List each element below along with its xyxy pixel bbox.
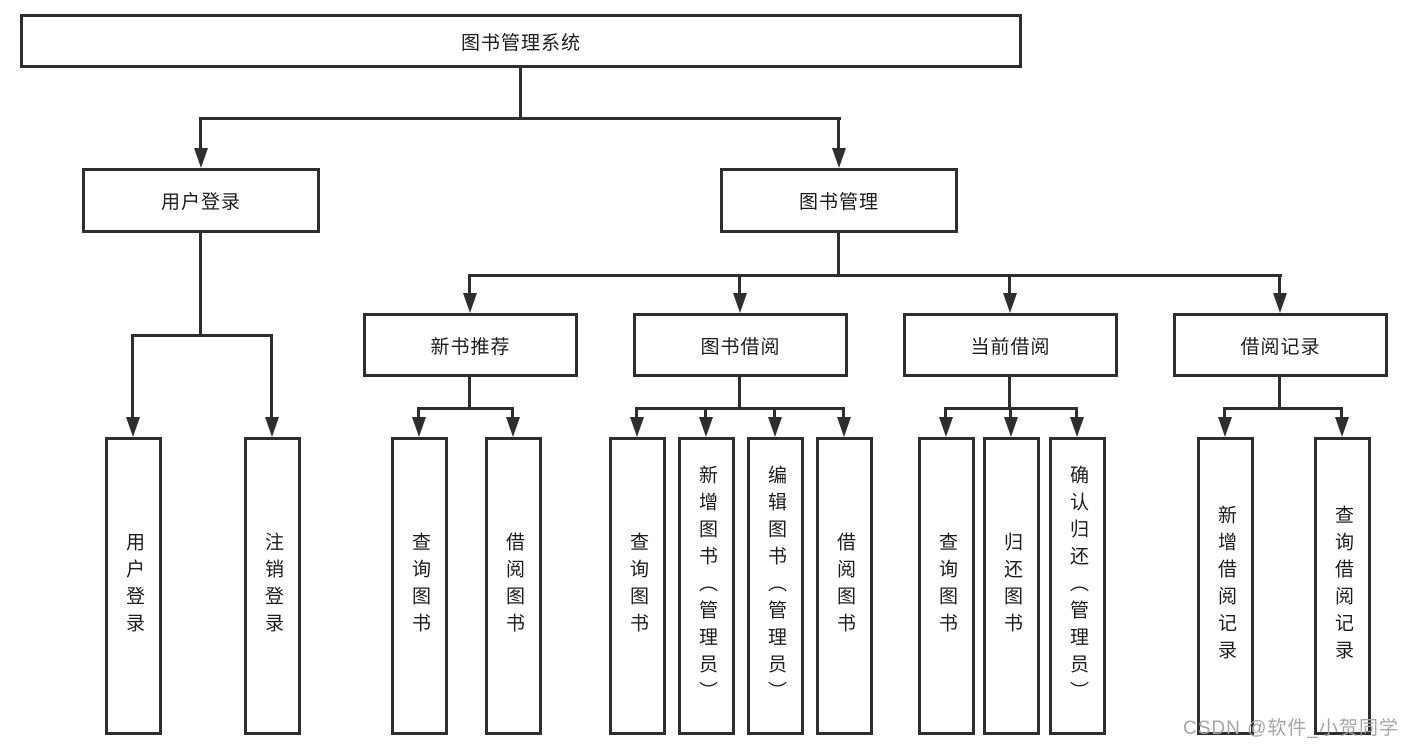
arrowhead-down-icon — [699, 417, 713, 437]
leaf-query-books-current: 查询图书 — [918, 437, 975, 735]
node-root: 图书管理系统 — [20, 14, 1022, 68]
connector — [944, 407, 947, 420]
leaf-label: 借阅图书 — [503, 532, 524, 640]
connector — [270, 334, 273, 421]
connector — [1278, 375, 1281, 409]
node-label: 图书管理 — [798, 192, 879, 213]
leaf-query-books-recommend: 查询图书 — [391, 437, 448, 735]
connector — [1278, 274, 1281, 296]
node-label: 用户登录 — [160, 192, 241, 213]
connector — [417, 407, 420, 420]
leaf-label: 归还图书 — [1001, 532, 1022, 640]
connector — [199, 231, 202, 336]
connector — [199, 117, 202, 151]
leaf-query-books-borrow: 查询图书 — [609, 437, 666, 735]
leaf-label: 确认归还（管理员） — [1067, 464, 1088, 708]
arrowhead-down-icon — [1273, 293, 1287, 313]
connector — [417, 407, 514, 410]
leaf-user-login: 用户登录 — [105, 437, 162, 735]
node-book-borrow: 图书借阅 — [633, 313, 848, 377]
node-book-management: 图书管理 — [720, 168, 958, 233]
leaf-confirm-return-admin: 确认归还（管理员） — [1049, 437, 1106, 735]
connector — [837, 117, 840, 151]
connector — [635, 407, 638, 420]
node-new-book-recommend: 新书推荐 — [363, 313, 578, 377]
node-borrow-records: 借阅记录 — [1173, 313, 1388, 377]
connector — [635, 407, 845, 410]
connector — [1008, 274, 1011, 296]
connector — [738, 375, 741, 409]
leaf-add-borrow-record: 新增借阅记录 — [1197, 437, 1254, 735]
leaf-label: 查询图书 — [936, 532, 957, 640]
arrowhead-down-icon — [1003, 293, 1017, 313]
connector — [1223, 407, 1343, 410]
arrowhead-down-icon — [1004, 417, 1018, 437]
leaf-logout: 注销登录 — [244, 437, 301, 735]
leaf-label: 新增借阅记录 — [1215, 505, 1236, 667]
leaf-edit-books-admin: 编辑图书（管理员） — [747, 437, 804, 735]
leaf-label: 借阅图书 — [834, 532, 855, 640]
leaf-query-borrow-record: 查询借阅记录 — [1314, 437, 1371, 735]
arrowhead-down-icon — [194, 148, 208, 168]
connector — [704, 407, 707, 420]
arrowhead-down-icon — [837, 417, 851, 437]
arrowhead-down-icon — [768, 417, 782, 437]
arrowhead-down-icon — [832, 148, 846, 168]
connector — [1008, 375, 1011, 409]
arrowhead-down-icon — [265, 417, 279, 437]
leaf-label: 用户登录 — [123, 532, 144, 640]
connector — [131, 334, 134, 421]
arrowhead-down-icon — [412, 417, 426, 437]
leaf-label: 查询图书 — [409, 532, 430, 640]
node-label: 新书推荐 — [430, 336, 511, 358]
connector — [1340, 407, 1343, 420]
connector — [1075, 407, 1078, 420]
node-label: 借阅记录 — [1240, 336, 1321, 358]
node-label: 图书借阅 — [700, 336, 781, 358]
connector — [131, 334, 273, 337]
arrowhead-down-icon — [463, 293, 477, 313]
leaf-return-books: 归还图书 — [983, 437, 1040, 735]
leaf-borrow-books-recommend: 借阅图书 — [485, 437, 542, 735]
connector — [199, 117, 841, 120]
leaf-borrow-books: 借阅图书 — [816, 437, 873, 735]
leaf-label: 查询借阅记录 — [1332, 505, 1353, 667]
node-current-borrow: 当前借阅 — [903, 313, 1118, 377]
connector — [837, 231, 840, 276]
connector — [468, 375, 471, 409]
watermark: CSDN @软件_小贺同学 — [1183, 718, 1399, 739]
connector — [468, 274, 471, 296]
connector — [468, 274, 1282, 277]
node-user-login: 用户登录 — [82, 168, 320, 233]
connector — [738, 274, 741, 296]
arrowhead-down-icon — [126, 417, 140, 437]
arrowhead-down-icon — [939, 417, 953, 437]
arrowhead-down-icon — [1335, 417, 1349, 437]
connector — [1223, 407, 1226, 420]
leaf-label: 新增图书（管理员） — [696, 464, 717, 708]
node-root-label: 图书管理系统 — [460, 32, 581, 54]
connector — [1009, 407, 1012, 420]
connector — [842, 407, 845, 420]
leaf-add-books-admin: 新增图书（管理员） — [678, 437, 735, 735]
arrowhead-down-icon — [1218, 417, 1232, 437]
connector — [773, 407, 776, 420]
connector — [511, 407, 514, 420]
arrowhead-down-icon — [630, 417, 644, 437]
arrowhead-down-icon — [733, 293, 747, 313]
leaf-label: 注销登录 — [262, 532, 283, 640]
connector — [519, 67, 522, 120]
node-label: 当前借阅 — [970, 336, 1051, 358]
leaf-label: 查询图书 — [627, 532, 648, 640]
arrowhead-down-icon — [506, 417, 520, 437]
arrowhead-down-icon — [1070, 417, 1084, 437]
leaf-label: 编辑图书（管理员） — [765, 464, 786, 708]
